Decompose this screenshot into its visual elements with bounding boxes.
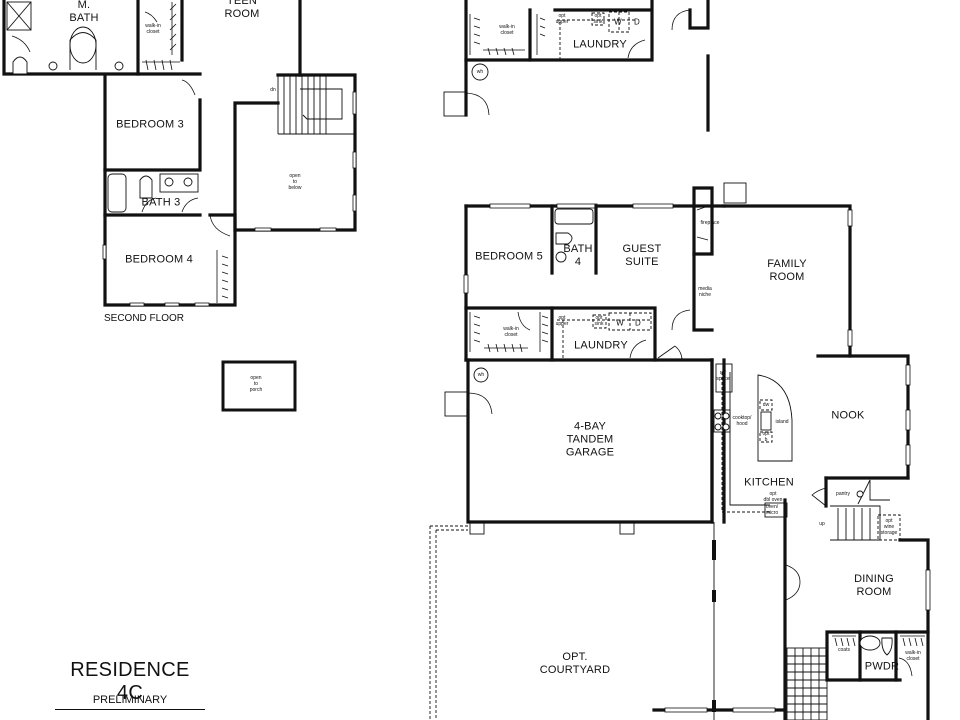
dryer-top: D	[634, 17, 640, 27]
note-opt-dbl-oven: opt dbl oven	[763, 491, 783, 503]
first-floor-top-walls	[443, 0, 710, 132]
note-oven-micro: oven/ micro	[765, 504, 779, 516]
note-cooktop-hood: cooktop/ hood	[732, 415, 752, 427]
note-opt-upper: opt upper	[555, 315, 569, 327]
note-walk-in-closet-master: walk-in closet	[145, 23, 161, 35]
note-island: island	[775, 419, 789, 425]
note-water-heater: wh	[477, 372, 485, 378]
note-dishwasher: dw	[762, 402, 770, 408]
room-opt-courtyard: OPT. COURTYARD	[539, 651, 611, 676]
note-ref-space: ref space	[716, 370, 730, 382]
plan-subtitle: PRELIMINARY	[92, 694, 168, 706]
room-nook: NOOK	[831, 409, 865, 422]
first-floor-walls	[429, 182, 931, 720]
note-stairs-up: up	[819, 521, 825, 527]
note-opt-sink-top: opt sink	[593, 13, 603, 25]
note-fireplace: fireplace	[700, 220, 720, 226]
note-walk-in-closet: walk-in closet	[503, 326, 519, 338]
note-open-to-porch: open to porch	[249, 375, 263, 393]
room-4-bay-tandem-garage: 4-BAY TANDEM GARAGE	[565, 420, 615, 459]
washer: W	[616, 318, 624, 328]
room-family-room: FAMILY ROOM	[767, 258, 807, 283]
room-powder: PWDR	[864, 660, 900, 673]
room-bath-3: BATH 3	[141, 196, 181, 209]
note-opt-wine-storage: opt wine storage	[880, 518, 898, 536]
note-stairs-down: dn	[270, 87, 276, 93]
note-walk-in-closet-top: walk-in closet	[499, 24, 515, 36]
room-bedroom-3: BEDROOM 3	[116, 118, 184, 131]
note-walk-in-closet-pwdr: walk-in closet	[905, 650, 921, 662]
room-bedroom-4: BEDROOM 4	[125, 253, 193, 266]
room-master-bath: M. BATH	[69, 0, 99, 24]
note-media-niche: media niche	[698, 286, 712, 298]
room-bedroom-5: BEDROOM 5	[475, 250, 543, 263]
room-teen-room: TEEN ROOM	[224, 0, 260, 20]
dryer: D	[635, 318, 641, 328]
note-opt-b: opt b	[762, 431, 770, 443]
room-bath-4: BATH 4	[563, 243, 593, 268]
room-guest-suite: GUEST SUITE	[622, 243, 662, 268]
note-opt-upper-top: opt upper	[555, 13, 569, 25]
note-open-to-below: open to below	[288, 173, 302, 191]
note-coats: coats	[838, 647, 850, 653]
note-pantry: pantry	[836, 491, 850, 497]
room-laundry: LAUNDRY	[574, 339, 628, 352]
room-kitchen: KITCHEN	[744, 476, 794, 489]
room-dining-room: DINING ROOM	[854, 573, 894, 598]
room-laundry-top: LAUNDRY	[573, 38, 627, 51]
washer-top: W	[614, 17, 622, 27]
note-opt-sink: opt sink	[594, 315, 604, 327]
second-floor-walls	[2, 0, 357, 412]
second-floor-label: SECOND FLOOR	[104, 313, 185, 324]
plan-title: RESIDENCE 4C	[55, 659, 205, 710]
note-water-heater-top: wh	[476, 69, 484, 75]
